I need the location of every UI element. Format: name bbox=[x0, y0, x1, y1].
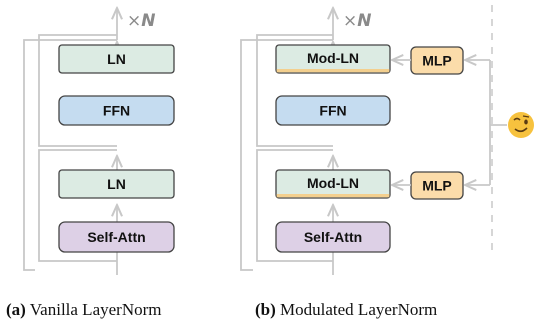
panel-b-residual-paths bbox=[240, 34, 333, 271]
panel-b-top-mod-layernorm-label: Mod-LN bbox=[307, 50, 359, 66]
panel-b-top-modulation-strip bbox=[276, 69, 390, 73]
panel-b-condition-branch bbox=[465, 60, 507, 185]
panel-b-caption: (b) Modulated LayerNorm bbox=[255, 300, 437, 320]
panel-b-bottom-mod-layernorm: Mod-LN bbox=[275, 169, 391, 199]
panel-b-ffn: FFN bbox=[275, 95, 391, 126]
panel-a-caption: (a) Vanilla LayerNorm bbox=[6, 300, 161, 320]
panel-b-repeat-label: ×N bbox=[343, 11, 371, 31]
panel-a-bottom-layernorm-label: LN bbox=[107, 176, 126, 192]
panel-b-bottom-mlp: MLP bbox=[410, 171, 464, 200]
panel-b-bottom-mlp-label: MLP bbox=[422, 178, 452, 194]
panel-b-ffn-label: FFN bbox=[319, 103, 346, 119]
winking-face-icon bbox=[508, 112, 534, 138]
panel-a-top-layernorm-label: LN bbox=[107, 51, 126, 67]
panel-a-self-attn-label: Self-Attn bbox=[87, 229, 145, 245]
panel-b: ×N Mod-LN FFN Mod-LN Self-Attn MLP MLP bbox=[240, 5, 534, 275]
panel-b-self-attn-label: Self-Attn bbox=[304, 229, 362, 245]
panel-a: ×N LN FFN LN Self-Attn bbox=[23, 8, 175, 275]
panel-a-ffn-label: FFN bbox=[103, 103, 130, 119]
panel-b-self-attn: Self-Attn bbox=[275, 221, 391, 253]
panel-a-bottom-layernorm: LN bbox=[58, 169, 175, 199]
panel-b-bottom-mod-layernorm-label: Mod-LN bbox=[307, 175, 359, 191]
panel-a-ffn: FFN bbox=[58, 95, 175, 126]
panel-a-top-layernorm: LN bbox=[58, 44, 175, 74]
panel-b-caption-tag: (b) bbox=[255, 300, 276, 319]
panel-b-top-mlp-label: MLP bbox=[422, 53, 452, 69]
panel-b-mlp-to-norm-arrows bbox=[392, 60, 411, 185]
panel-b-top-mlp: MLP bbox=[410, 46, 464, 75]
panel-a-repeat-label: ×N bbox=[127, 11, 155, 31]
panel-a-caption-tag: (a) bbox=[6, 300, 26, 319]
panel-b-bottom-modulation-strip bbox=[276, 194, 390, 198]
panel-a-residual-paths bbox=[23, 34, 117, 271]
panel-a-caption-text: Vanilla LayerNorm bbox=[29, 300, 162, 319]
panel-a-self-attn: Self-Attn bbox=[58, 221, 175, 253]
panel-b-caption-text: Modulated LayerNorm bbox=[280, 300, 438, 319]
panel-b-top-mod-layernorm: Mod-LN bbox=[275, 44, 391, 74]
